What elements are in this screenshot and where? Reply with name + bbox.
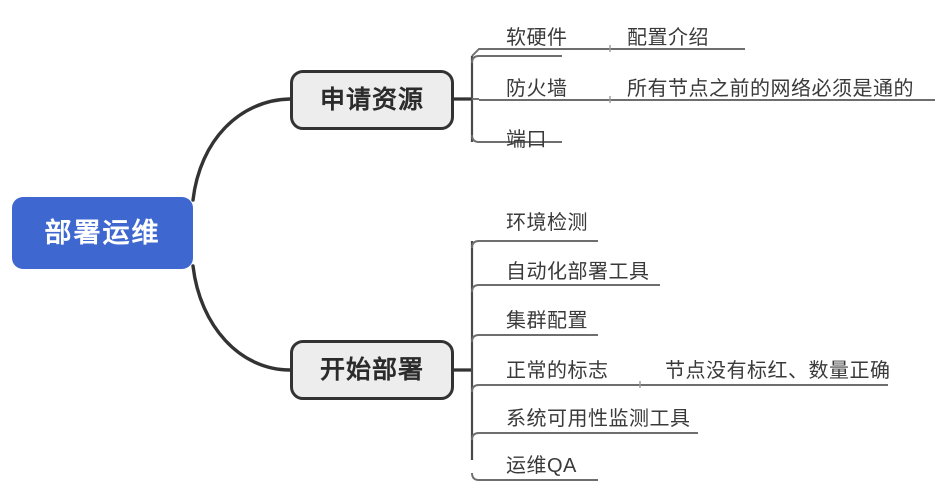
root-node-label: 部署运维 [44, 217, 161, 248]
leaf-bracket-1-3 [471, 384, 888, 393]
leaf-bracket-1-2 [471, 334, 598, 343]
sub-label-0-0[interactable]: 配置介绍 [627, 27, 709, 49]
connector-root-to-branch-1 [191, 264, 292, 372]
leaf-label-1-3[interactable]: 正常的标志 [506, 360, 609, 382]
leaf-label-1-0[interactable]: 环境检测 [506, 212, 588, 234]
leaf-label-1-2[interactable]: 集群配置 [506, 310, 588, 332]
leaf-label-1-1[interactable]: 自动化部署工具 [506, 261, 650, 283]
branch-node-1-label: 开始部署 [319, 355, 424, 384]
leaf-corner-1-top [471, 240, 598, 249]
leaf-label-0-2[interactable]: 端口 [506, 129, 547, 151]
leaf-label-0-0[interactable]: 软硬件 [506, 27, 568, 49]
branch-node-0-label: 申请资源 [319, 85, 424, 114]
sub-label-0-1[interactable]: 所有节点之前的网络必须是通的 [627, 78, 914, 100]
leaf-bracket-1-1 [471, 284, 660, 293]
sub-label-1-3[interactable]: 节点没有标红、数量正确 [665, 360, 891, 382]
leaf-corner-0-top [471, 55, 562, 64]
branch-node-0[interactable]: 申请资源 [290, 70, 454, 130]
leaf-bracket-1-4 [471, 432, 698, 441]
leaf-label-0-1[interactable]: 防火墙 [506, 78, 568, 100]
leaf-label-1-5[interactable]: 运维QA [506, 455, 577, 477]
leaf-label-1-4[interactable]: 系统可用性监测工具 [506, 408, 691, 430]
branch-node-1[interactable]: 开始部署 [290, 340, 454, 400]
root-node[interactable]: 部署运维 [12, 197, 193, 269]
connector-root-to-branch-0 [191, 97, 292, 202]
leaf-bracket-0-0 [471, 48, 745, 57]
